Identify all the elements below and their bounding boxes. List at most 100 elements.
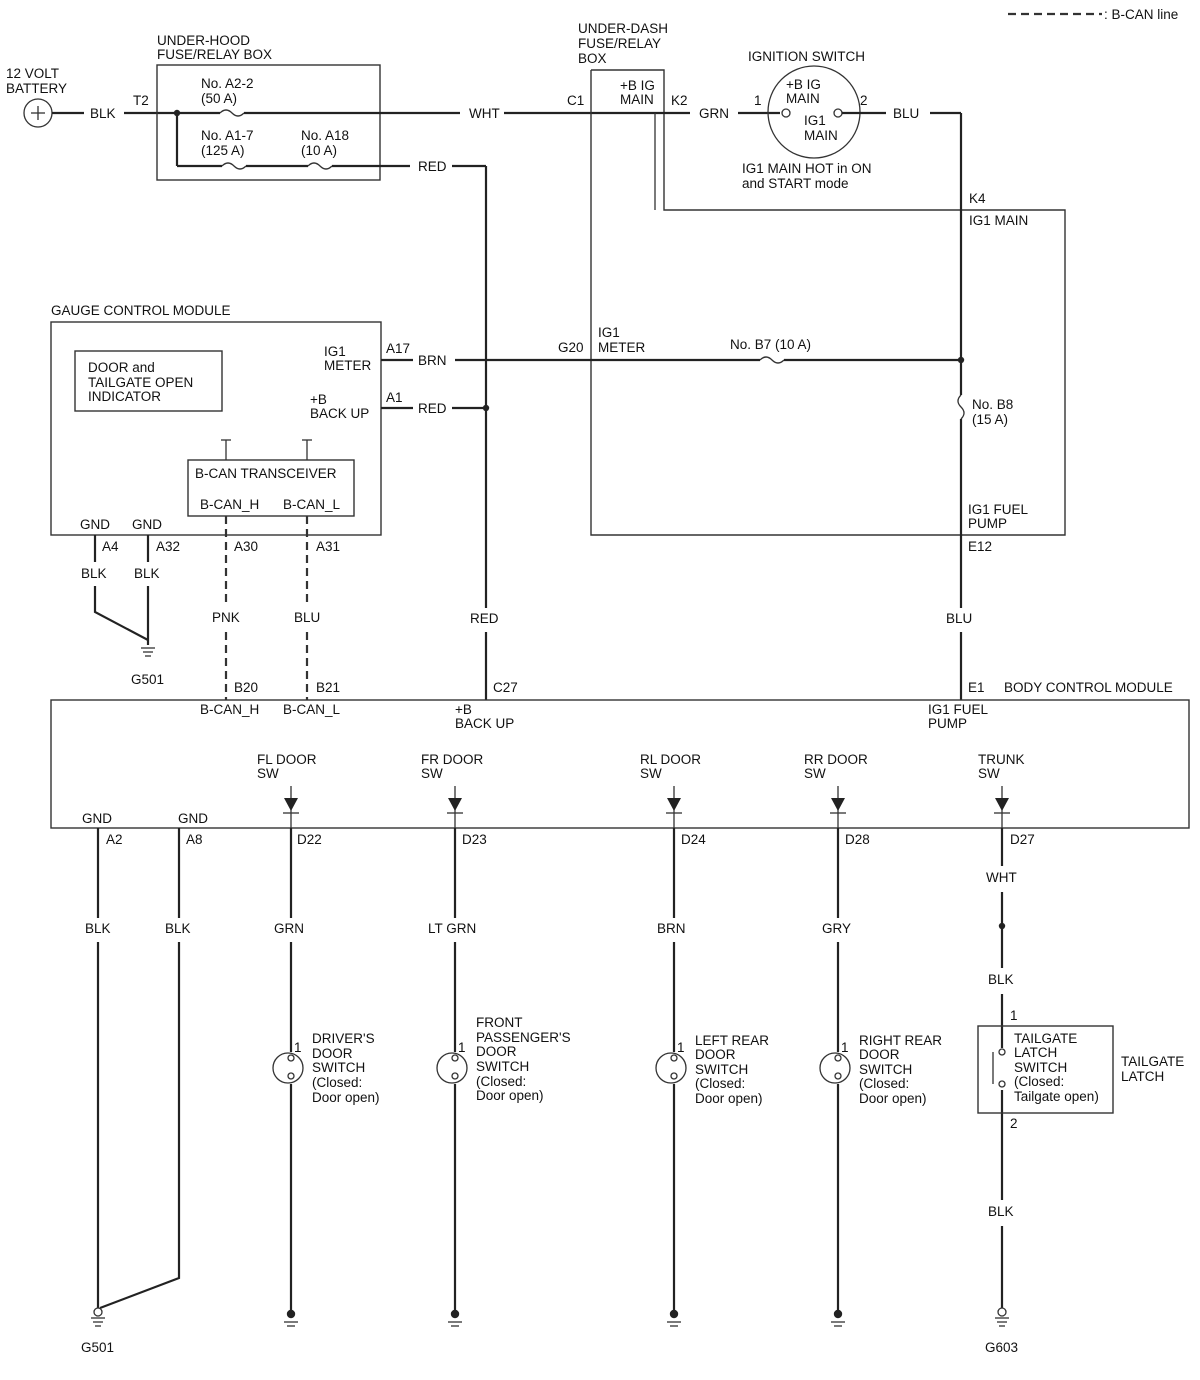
right-rear-switch-line-3: SWITCH: [859, 1062, 912, 1077]
bcm-pin-d27: D27: [1010, 832, 1035, 847]
underdash-fuse-box: UNDER-DASH FUSE/RELAY BOX +B IG MAIN K4 …: [558, 21, 1066, 554]
left-rear-door-switch-icon: [655, 1052, 687, 1084]
terminal-k2: K2: [671, 93, 688, 108]
gcm-pin-a30: A30: [234, 539, 258, 554]
driver-switch-line-1: DRIVER'S: [312, 1031, 375, 1046]
bcm-input-trunk-2: SW: [978, 766, 1000, 781]
right-rear-switch-line-1: RIGHT REAR: [859, 1033, 942, 1048]
left-rear-door-switch: 1 LEFT REAR DOOR SWITCH (Closed: Door op…: [655, 1033, 769, 1106]
bcm-pin-b20: B20: [234, 680, 258, 695]
gcm-ig1meter-1: IG1: [324, 344, 346, 359]
bcm-fuel-2: PUMP: [928, 716, 967, 731]
left-rear-switch-line-2: DOOR: [695, 1047, 736, 1062]
wire-grn-ignition: GRN: [699, 106, 729, 121]
left-rear-switch-line-5: Door open): [695, 1091, 763, 1106]
bcm-bcan-h: B-CAN_H: [200, 702, 259, 717]
tailgate-switch-line-3: SWITCH: [1014, 1060, 1067, 1075]
bcm-backup-1: +B: [455, 702, 472, 717]
passenger-switch-line-2: PASSENGER'S: [476, 1030, 571, 1045]
ignition-bigmain-1: +B IG: [786, 77, 821, 92]
passenger-switch-line-4: SWITCH: [476, 1059, 529, 1074]
ignition-pin1: 1: [754, 93, 762, 108]
right-rear-switch-line-4: (Closed:: [859, 1076, 909, 1091]
bcm-gnd-2: GND: [178, 811, 208, 826]
input-arrow-rl-icon: [666, 786, 682, 828]
left-rear-switch-pin: 1: [677, 1040, 685, 1055]
wire-blk-trunk-lower: BLK: [988, 1204, 1014, 1219]
terminal-t2: T2: [133, 93, 149, 108]
input-arrow-trunk-icon: [994, 786, 1010, 828]
gcm-ground-label: G501: [131, 672, 164, 687]
wire-wht-trunk: WHT: [986, 870, 1017, 885]
passenger-door-switch: 1 FRONT PASSENGER'S DOOR SWITCH (Closed:…: [436, 1015, 571, 1103]
right-rear-door-switch-icon: [819, 1052, 851, 1084]
underdash-ig1meter-1: IG1: [598, 325, 620, 340]
passenger-switch-line-5: (Closed:: [476, 1074, 526, 1089]
ignition-switch: IGNITION SWITCH 1 2 +B IG MAIN IG1 MAIN …: [742, 49, 872, 191]
wire-grn-driver: GRN: [274, 921, 304, 936]
underhood-title-1: UNDER-HOOD: [157, 33, 250, 48]
bcm-fuel-1: IG1 FUEL: [928, 702, 989, 717]
passenger-switch-line-6: Door open): [476, 1088, 544, 1103]
wire-blk-a8: BLK: [165, 921, 191, 936]
body-control-module: BODY CONTROL MODULE B20 B21 C27 E1 B-CAN…: [50, 680, 1190, 847]
wire-wht-top: WHT: [469, 106, 500, 121]
gcm-backup-1: +B: [310, 392, 327, 407]
wire-brn-left-rear: BRN: [657, 921, 686, 936]
right-rear-switch-pin: 1: [841, 1040, 849, 1055]
gcm-bcan-l: B-CAN_L: [283, 497, 341, 512]
gcm-ig1meter-2: METER: [324, 358, 372, 373]
ground-g501-label: G501: [81, 1340, 114, 1355]
wire-red-backup: RED: [418, 401, 447, 416]
left-rear-switch-line-3: SWITCH: [695, 1062, 748, 1077]
wire-pnk-bcan: PNK: [212, 610, 240, 625]
ignition-ig1main-1: IG1: [804, 113, 826, 128]
bcm-input-rr-1: RR DOOR: [804, 752, 868, 767]
wire-blu-ignition: BLU: [893, 106, 919, 121]
bcm-title: BODY CONTROL MODULE: [1004, 680, 1173, 695]
fuse-b7-icon: [759, 356, 785, 364]
fuse-a17-rating: (125 A): [201, 143, 245, 158]
legend-label: : B-CAN line: [1104, 7, 1178, 22]
underdash-ig1fuel-2: PUMP: [968, 516, 1007, 531]
tailgate-switch-line-2: LATCH: [1014, 1045, 1057, 1060]
terminal-g20: G20: [558, 340, 584, 355]
ground-g603-icon: [995, 1317, 1009, 1327]
passenger-switch-pin: 1: [458, 1040, 466, 1055]
bcm-input-fr-1: FR DOOR: [421, 752, 483, 767]
battery: 12 VOLT BATTERY: [6, 66, 67, 128]
ignition-title: IGNITION SWITCH: [748, 49, 865, 64]
wire-ltgrn-passenger: LT GRN: [428, 921, 476, 936]
tailgate-latch-label-2: LATCH: [1121, 1069, 1164, 1084]
underdash-ig1meter-2: METER: [598, 340, 646, 355]
bcm-pin-a2: A2: [106, 832, 123, 847]
gcm-indicator-3: INDICATOR: [88, 389, 161, 404]
bcm-pin-d23: D23: [462, 832, 487, 847]
wire-red-top: RED: [418, 159, 447, 174]
fuse-b8-label: No. B8: [972, 397, 1013, 412]
left-rear-switch-line-1: LEFT REAR: [695, 1033, 769, 1048]
gcm-transceiver-title: B-CAN TRANSCEIVER: [195, 466, 337, 481]
fuse-a17-label: No. A1-7: [201, 128, 254, 143]
gcm-pin-a31: A31: [316, 539, 340, 554]
right-rear-switch-line-5: Door open): [859, 1091, 927, 1106]
tailgate-pin2: 2: [1010, 1116, 1018, 1131]
right-rear-switch-line-2: DOOR: [859, 1047, 900, 1062]
tailgate-latch: 1 2 TAILGATE LATCH SWITCH (Closed: Tailg…: [977, 1008, 1184, 1131]
gcm-pin-a32: A32: [156, 539, 180, 554]
underdash-title-1: UNDER-DASH: [578, 21, 668, 36]
fuse-a17-icon: [221, 162, 247, 170]
ignition-bigmain-2: MAIN: [786, 91, 820, 106]
battery-label-2: BATTERY: [6, 81, 67, 96]
bcm-input-fr-2: SW: [421, 766, 443, 781]
gcm-indicator-1: DOOR and: [88, 360, 155, 375]
wire-gry-right-rear: GRY: [822, 921, 851, 936]
driver-door-switch: 1 DRIVER'S DOOR SWITCH (Closed: Door ope…: [272, 1031, 380, 1105]
bcm-input-fl-1: FL DOOR: [257, 752, 317, 767]
fuse-a18-label: No. A18: [301, 128, 349, 143]
bcm-input-trunk-1: TRUNK: [978, 752, 1025, 767]
gcm-gnd-1: GND: [80, 517, 110, 532]
gcm-pin-a17: A17: [386, 341, 410, 356]
tailgate-latch-label-1: TAILGATE: [1121, 1054, 1184, 1069]
